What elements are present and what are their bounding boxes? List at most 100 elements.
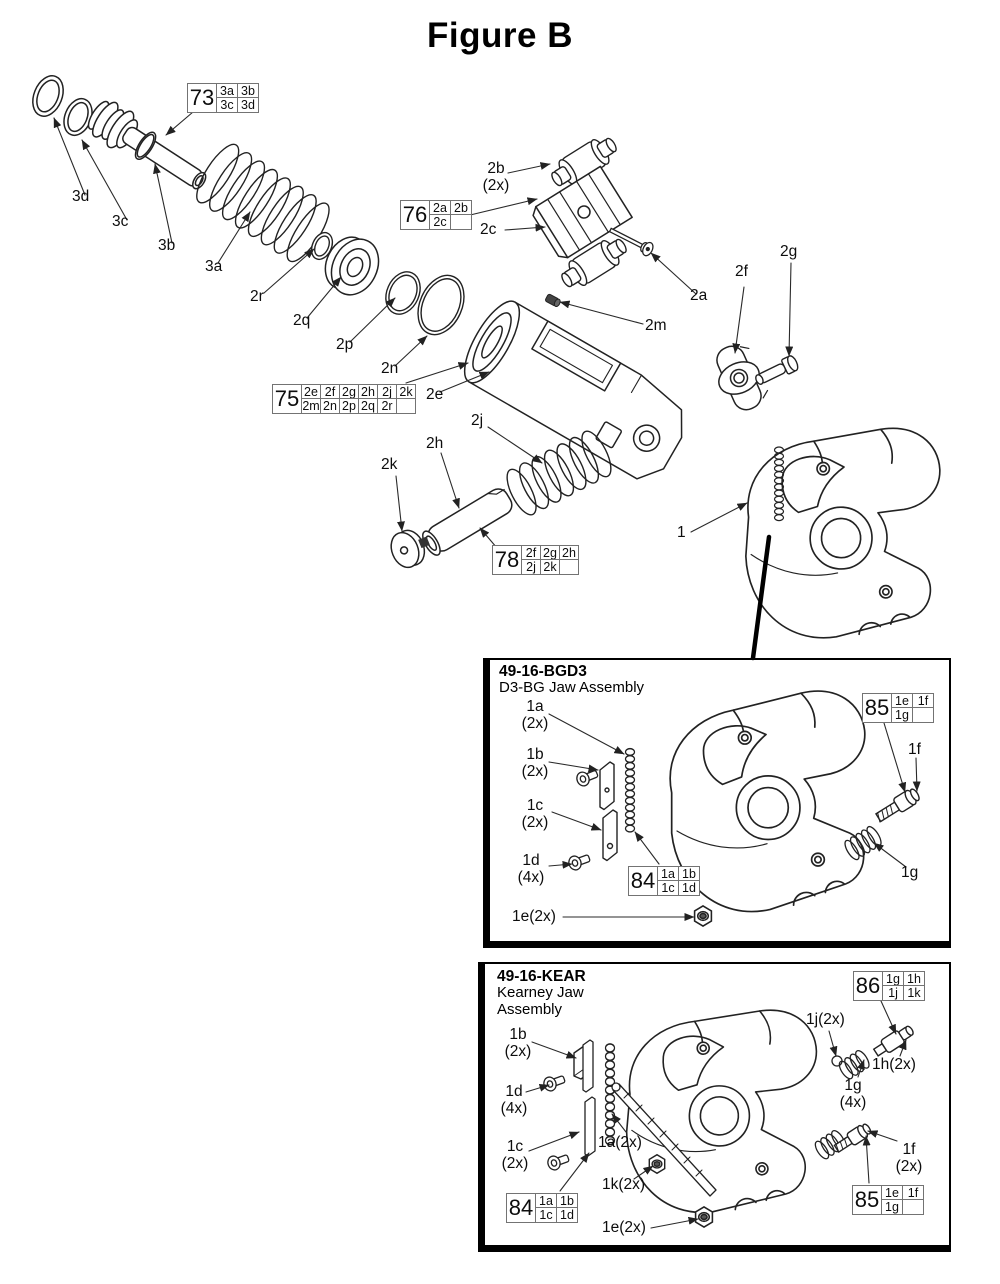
callout-2a: 2a	[690, 287, 708, 304]
callout-1k-kear: 1k(2x)	[602, 1176, 646, 1193]
ref-cell: 1e	[891, 694, 912, 708]
oring-3c	[63, 97, 93, 137]
ref-box-84-grid: 1a 1b 1c 1d	[657, 867, 699, 895]
callout-1b-bgd3: 1b (2x)	[512, 746, 558, 780]
ref-box-75-number: 75	[274, 386, 300, 411]
ref-cell: 1j	[882, 986, 903, 1000]
oring-3d	[32, 75, 64, 117]
callout-1a-kear: 1a(2x)	[598, 1134, 642, 1151]
ref-cell: 1f	[912, 694, 933, 708]
ref-cell: 2k	[396, 385, 415, 399]
ref-box-76-number: 76	[402, 202, 428, 227]
ref-cell: 2c	[429, 215, 450, 229]
callout-1a-bgd3: 1a (2x)	[512, 698, 558, 732]
callout-2h: 2h	[426, 435, 444, 452]
roller-cage-2c	[532, 165, 633, 259]
jaw-kear	[617, 997, 821, 1223]
knob-2f	[716, 345, 769, 411]
ref-box-85-grid: 1e 1f 1g	[891, 694, 933, 722]
spring-3a	[196, 143, 330, 263]
callout-1: 1	[677, 524, 686, 541]
callout-1f-kear: 1f (2x)	[886, 1141, 932, 1175]
ref-cell: 2f	[320, 385, 339, 399]
callout-1b-bgd3-label: 1b	[526, 746, 544, 763]
ref-cell: 3c	[216, 98, 237, 112]
ref-cell	[450, 215, 471, 229]
ref-cell: 1c	[657, 881, 678, 895]
callout-1b-kear-label: 1b	[509, 1026, 527, 1043]
stud-1h-kear	[872, 1025, 914, 1057]
callout-2e: 2e	[426, 386, 444, 403]
ref-cell: 3b	[237, 84, 258, 98]
roll-pin-1a-kear	[604, 1043, 616, 1146]
kear-assembly-box	[478, 962, 951, 1252]
jaw-assembly-1	[738, 417, 944, 647]
ref-box-84-number: 84	[630, 868, 656, 893]
callout-1g-bgd3: 1g	[901, 864, 919, 881]
ref-box-78-number: 78	[494, 547, 520, 572]
ref-cell: 3d	[237, 98, 258, 112]
ref-cell	[396, 399, 415, 413]
callout-2q: 2q	[293, 312, 311, 329]
nut-1e-bgd3	[693, 905, 713, 927]
ref-box-84-kear: 84 1a 1b 1c 1d	[506, 1193, 578, 1223]
seal-2q	[324, 236, 380, 296]
setscrew-2m	[545, 293, 561, 308]
callout-2k: 2k	[381, 456, 398, 473]
spring-2j	[506, 430, 612, 516]
callout-2j: 2j	[471, 412, 484, 429]
callout-1f-kear-label: 1f	[902, 1141, 916, 1158]
ref-box-85-number: 85	[864, 695, 890, 720]
ref-cell: 2g	[339, 385, 358, 399]
ref-cell: 2r	[377, 399, 396, 413]
ref-box-84-grid: 1a 1b 1c 1d	[535, 1194, 577, 1222]
jaw-detail-pointer	[750, 534, 772, 661]
callout-3a: 3a	[205, 258, 223, 275]
callout-1d-bgd3: 1d (4x)	[508, 852, 554, 886]
callout-2f: 2f	[735, 263, 748, 280]
ref-cell: 1e	[881, 1186, 902, 1200]
ref-box-85-grid: 1e 1f 1g	[881, 1186, 923, 1214]
callout-1g-kear: 1g (4x)	[830, 1077, 876, 1111]
callout-3d: 3d	[72, 188, 90, 205]
ref-box-78: 78 2f 2g 2h 2j 2k	[492, 545, 579, 575]
plate-1b-bgd3	[599, 761, 615, 811]
callout-2c: 2c	[480, 221, 497, 238]
callout-1a-bgd3-label: 1a	[526, 698, 544, 715]
ref-box-85-kear: 85 1e 1f 1g	[852, 1185, 924, 1215]
ref-cell: 1b	[556, 1194, 577, 1208]
oring-2r	[310, 231, 334, 261]
ref-cell: 2a	[429, 201, 450, 215]
ref-cell: 2j	[521, 560, 540, 574]
ref-box-84-bgd3: 84 1a 1b 1c 1d	[628, 866, 700, 896]
screw-1d-kear-a	[541, 1071, 568, 1094]
ref-cell: 2k	[540, 560, 559, 574]
ref-cell: 2f	[521, 546, 540, 560]
kear-part-number: 49-16-KEAR	[497, 968, 586, 985]
ref-box-73-number: 73	[189, 85, 215, 110]
ref-box-85-bgd3: 85 1e 1f 1g	[862, 693, 934, 723]
ref-box-86-kear: 86 1g 1h 1j 1k	[853, 971, 925, 1001]
callout-2m: 2m	[645, 317, 667, 334]
piston-rod-3b	[87, 100, 207, 190]
plate-1c-kear-b	[584, 1096, 596, 1157]
ref-cell: 2j	[377, 385, 396, 399]
ref-cell	[912, 708, 933, 722]
callout-1b-bgd3-qty: (2x)	[521, 763, 549, 781]
ref-box-78-grid: 2f 2g 2h 2j 2k	[521, 546, 578, 574]
ref-cell: 2p	[339, 399, 358, 413]
ref-box-76: 76 2a 2b 2c	[400, 200, 472, 230]
bgd3-assembly-box	[483, 658, 951, 948]
ref-cell: 3a	[216, 84, 237, 98]
oring-2n	[417, 274, 465, 336]
callout-3b: 3b	[158, 237, 176, 254]
ref-cell: 2h	[559, 546, 578, 560]
ref-box-85-number: 85	[854, 1187, 880, 1212]
ref-cell: 1h	[903, 972, 924, 986]
ref-cell: 1k	[903, 986, 924, 1000]
kear-assembly-name-line2: Assembly	[497, 1000, 563, 1018]
plate-1c-bgd3	[602, 809, 618, 862]
ref-cell: 2q	[358, 399, 377, 413]
ref-cell: 1c	[535, 1208, 556, 1222]
